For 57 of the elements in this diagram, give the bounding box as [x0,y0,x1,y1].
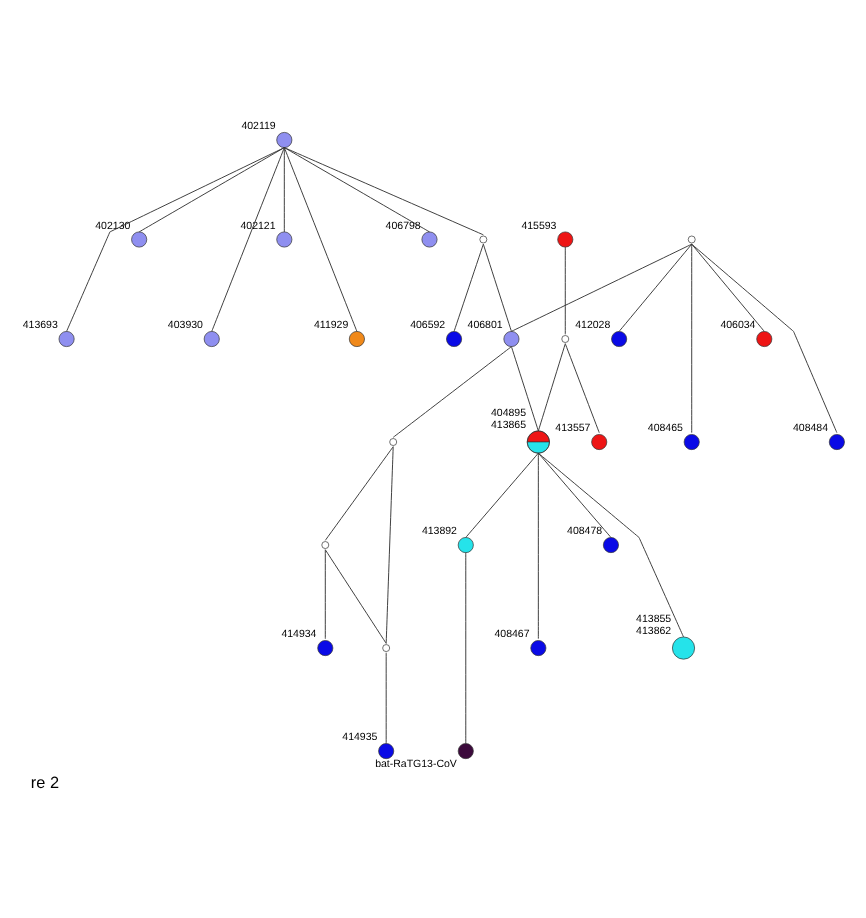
connector [691,243,765,332]
connector [537,452,612,538]
node-circle [348,331,365,347]
node-circle [479,235,488,244]
connector [324,549,387,644]
connector [66,147,285,332]
connector [283,147,358,332]
node-circle [457,537,474,553]
connector [482,243,512,332]
connector [283,147,484,236]
connector [510,346,539,432]
node-circle [276,132,293,148]
connector [465,552,467,744]
node-circle [276,231,293,248]
node-circle [683,434,700,450]
node-circle [672,636,695,660]
node-circle [603,537,619,553]
connector [324,446,394,541]
connector [537,343,566,432]
node-circle [203,331,220,347]
node-circle [557,231,574,248]
connector [691,243,838,434]
connector [618,243,693,332]
node-circle [317,640,334,656]
node-circle [382,644,391,652]
connector [564,343,600,434]
node-circle [58,331,75,347]
node-circle [591,434,608,450]
node-circle [421,231,438,248]
node-circle [756,331,773,347]
connector [510,243,693,332]
node-circle [828,434,845,450]
connector [392,346,512,438]
node-circle [611,331,628,347]
node-circle [321,541,330,549]
node-circle [561,335,570,343]
connector [385,652,387,744]
connector [691,243,693,434]
connector [324,549,326,640]
connector [283,147,430,233]
node-circle [457,743,474,760]
connector [211,147,285,332]
connector [138,147,285,233]
node-circle [530,640,547,656]
connector [537,452,539,640]
node-circle [378,743,395,760]
connector [564,246,566,335]
node-circle [389,438,398,446]
node-circle [503,331,520,347]
connector [453,243,484,332]
connector [465,452,539,538]
node-circle [687,235,696,244]
connector [283,147,285,233]
connector [385,446,394,644]
connector [537,452,684,638]
node-circle [131,231,148,248]
node-circle [446,331,463,347]
